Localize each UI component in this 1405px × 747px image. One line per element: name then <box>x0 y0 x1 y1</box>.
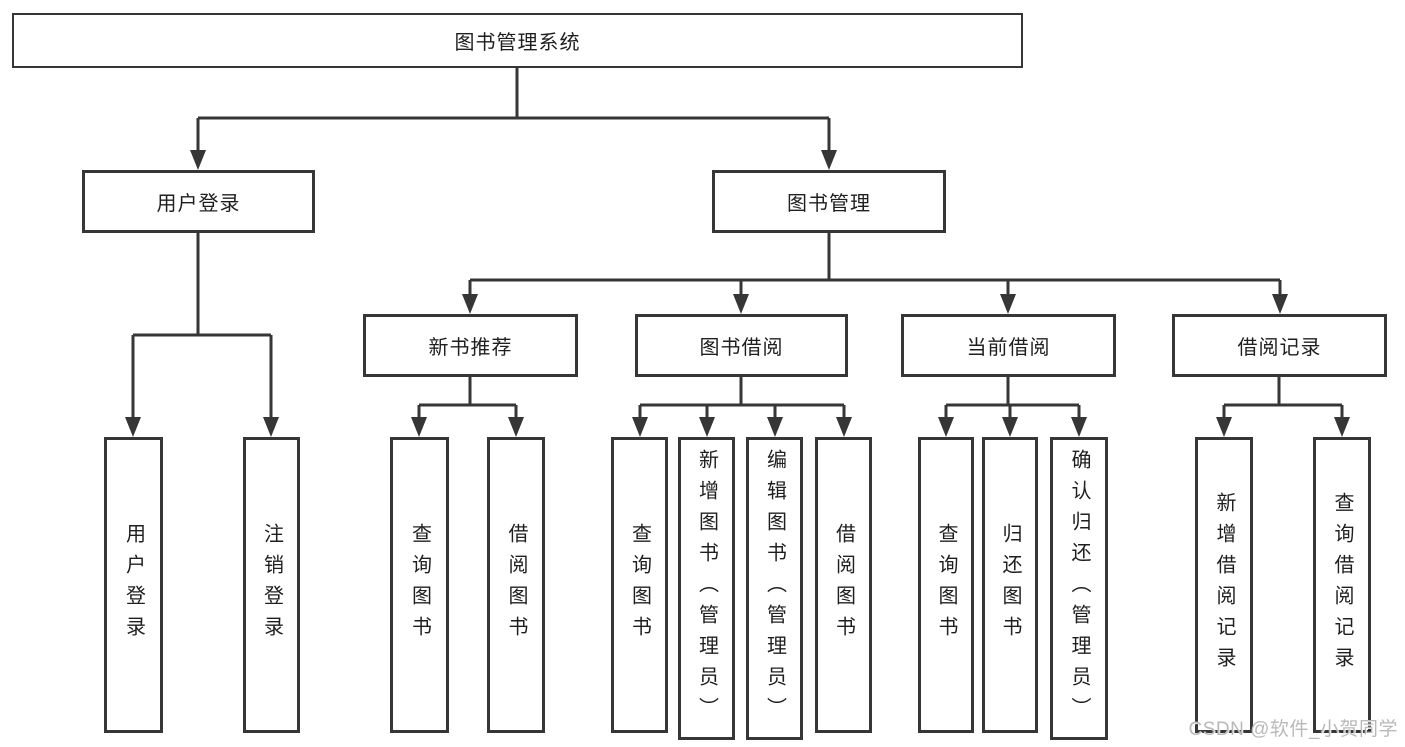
node-borrowing-records: 借阅记录 <box>1172 314 1387 377</box>
leaf-records-query-record-label: 查询借阅记录 <box>1331 492 1353 678</box>
arrowhead <box>1002 417 1018 437</box>
leaf-current-query-books-label: 查询图书 <box>935 523 957 647</box>
node-root-label: 图书管理系统 <box>454 32 581 54</box>
leaf-newrec-borrow-books-label: 借阅图书 <box>505 523 527 647</box>
node-root: 图书管理系统 <box>12 13 1023 68</box>
connector-current-borrowing <box>944 377 1081 421</box>
leaf-borrowing-borrow-books-label: 借阅图书 <box>832 523 855 647</box>
leaf-borrowing-borrow-books: 借阅图书 <box>815 437 872 733</box>
leaf-newrec-borrow-books: 借阅图书 <box>487 437 545 733</box>
arrowhead <box>411 417 427 437</box>
leaf-current-confirm-return-admin-label: 确认归还（管理员） <box>1068 449 1090 728</box>
arrowhead <box>125 417 141 437</box>
arrowhead <box>632 417 648 437</box>
connector-root <box>196 68 831 152</box>
leaf-borrowing-query-books-label: 查询图书 <box>628 523 651 647</box>
arrowhead <box>1216 417 1232 437</box>
arrowhead <box>836 417 852 437</box>
node-current-borrowing: 当前借阅 <box>901 314 1116 377</box>
connector-borrowing-records <box>1222 377 1344 421</box>
arrowhead <box>699 417 715 437</box>
leaf-borrowing-edit-books-admin-label: 编辑图书（管理员） <box>763 449 786 728</box>
arrowhead <box>190 150 206 170</box>
node-book-management: 图书管理 <box>712 170 946 233</box>
leaf-newrec-query-books: 查询图书 <box>390 437 449 733</box>
leaf-borrowing-add-books-admin: 新增图书（管理员） <box>678 437 735 740</box>
connector-book-borrowing <box>638 377 846 421</box>
leaf-user-login: 用户登录 <box>104 437 163 733</box>
leaf-borrowing-query-books: 查询图书 <box>611 437 668 733</box>
leaf-records-add-record: 新增借阅记录 <box>1195 437 1253 733</box>
leaf-records-query-record: 查询借阅记录 <box>1313 437 1371 733</box>
arrowhead <box>767 417 783 437</box>
leaf-logout-label: 注销登录 <box>260 523 283 647</box>
arrowhead <box>1000 294 1016 314</box>
connector-new-book-recommend <box>417 377 518 421</box>
arrowhead <box>1334 417 1350 437</box>
node-user-login-label: 用户登录 <box>156 193 241 215</box>
node-book-borrowing: 图书借阅 <box>635 314 848 377</box>
arrowhead <box>821 150 837 170</box>
node-borrowing-records-label: 借阅记录 <box>1237 337 1322 359</box>
node-user-login: 用户登录 <box>82 170 315 233</box>
watermark-text: CSDN @软件_小贺同学 <box>1188 719 1398 740</box>
connector-user-login <box>131 233 273 421</box>
leaf-newrec-query-books-label: 查询图书 <box>408 523 431 647</box>
leaf-current-return-books-label: 归还图书 <box>999 523 1021 647</box>
leaf-current-confirm-return-admin: 确认归还（管理员） <box>1050 437 1108 740</box>
arrowhead <box>1272 294 1288 314</box>
arrowhead <box>508 417 524 437</box>
leaf-current-return-books: 归还图书 <box>982 437 1038 733</box>
arrowhead <box>263 417 279 437</box>
leaf-logout: 注销登录 <box>243 437 300 733</box>
leaf-current-query-books: 查询图书 <box>918 437 974 733</box>
arrowhead <box>938 417 954 437</box>
node-new-book-recommend: 新书推荐 <box>363 314 578 377</box>
leaf-borrowing-edit-books-admin: 编辑图书（管理员） <box>746 437 803 740</box>
leaf-records-add-record-label: 新增借阅记录 <box>1213 492 1235 678</box>
arrowhead <box>462 294 478 314</box>
node-book-management-label: 图书管理 <box>787 193 871 215</box>
leaf-borrowing-add-books-admin-label: 新增图书（管理员） <box>695 449 718 728</box>
node-book-borrowing-label: 图书借阅 <box>699 337 784 359</box>
connector-book-management <box>468 233 1282 296</box>
arrowhead <box>733 294 749 314</box>
node-new-book-recommend-label: 新书推荐 <box>428 337 513 359</box>
arrowhead <box>1071 417 1087 437</box>
node-current-borrowing-label: 当前借阅 <box>966 337 1051 359</box>
leaf-user-login-label: 用户登录 <box>122 523 145 647</box>
